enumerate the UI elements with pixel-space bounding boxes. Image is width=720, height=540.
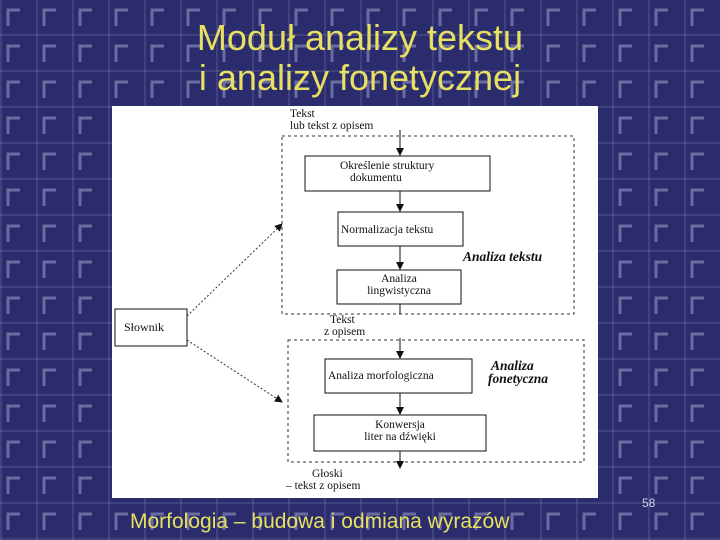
page-number: 58 (642, 496, 656, 510)
input-line-2: lub tekst z opisem (290, 120, 374, 132)
box-normalization-label: Normalizacja tekstu (341, 224, 434, 236)
box-linguistic-label: Analiza lingwistyczna (337, 273, 461, 297)
box-linguistic-line-1: Analiza (381, 273, 417, 285)
input-line-1: Tekst (290, 108, 315, 120)
phonetic-analysis-group-frame (287, 339, 585, 463)
title-line-1: Moduł analizy tekstu (196, 17, 524, 58)
output-line-1: Głoski (312, 468, 343, 480)
input-label: Tekst lub tekst z opisem (290, 108, 373, 132)
mid-text-line-2: z opisem (324, 326, 366, 338)
phonetic-analysis-group-label: Analiza fonetyczna (488, 358, 548, 386)
output-line-2: – tekst z opisem (286, 480, 361, 492)
text-analysis-group-label: Analiza tekstu (463, 249, 543, 264)
box-dictionary (114, 308, 188, 347)
box-document-structure-line-1: Określenie struktury (340, 160, 435, 172)
box-document-structure (304, 155, 491, 192)
phonetic-analysis-line-2: fonetyczna (488, 371, 548, 386)
box-document-structure-label: Określenie struktury dokumentu (340, 160, 434, 184)
mid-text-label: Tekst z opisem (324, 314, 365, 338)
text-analysis-group-frame (281, 135, 575, 315)
mid-text-line-1: Tekst (330, 314, 355, 326)
title-line-2: i analizy fonetycznej (198, 57, 522, 98)
diagram-lines (114, 130, 585, 469)
box-morphology (324, 358, 473, 394)
box-document-structure-line-2: dokumentu (350, 172, 402, 184)
box-linguistic-line-2: lingwistyczna (367, 285, 431, 297)
slide-footer: Morfologia – budowa i odmiana wyrazów (130, 510, 510, 533)
box-conversion-label: Konwersja liter na dźwięki (314, 419, 486, 443)
box-normalization (337, 211, 464, 247)
output-label: Głoski – tekst z opisem (286, 468, 360, 492)
phonetic-analysis-line-1: Analiza (491, 358, 534, 373)
dictionary-label: Słownik (124, 320, 165, 334)
diagram-panel: Tekst lub tekst z opisem Określenie stru… (112, 106, 598, 498)
box-linguistic (336, 269, 462, 305)
box-morphology-label: Analiza morfologiczna (328, 370, 434, 382)
box-conversion-line-1: Konwersja (375, 419, 425, 431)
box-conversion-line-2: liter na dźwięki (364, 431, 436, 443)
slide-title: Moduł analizy tekstu i analizy fonetyczn… (0, 18, 720, 98)
